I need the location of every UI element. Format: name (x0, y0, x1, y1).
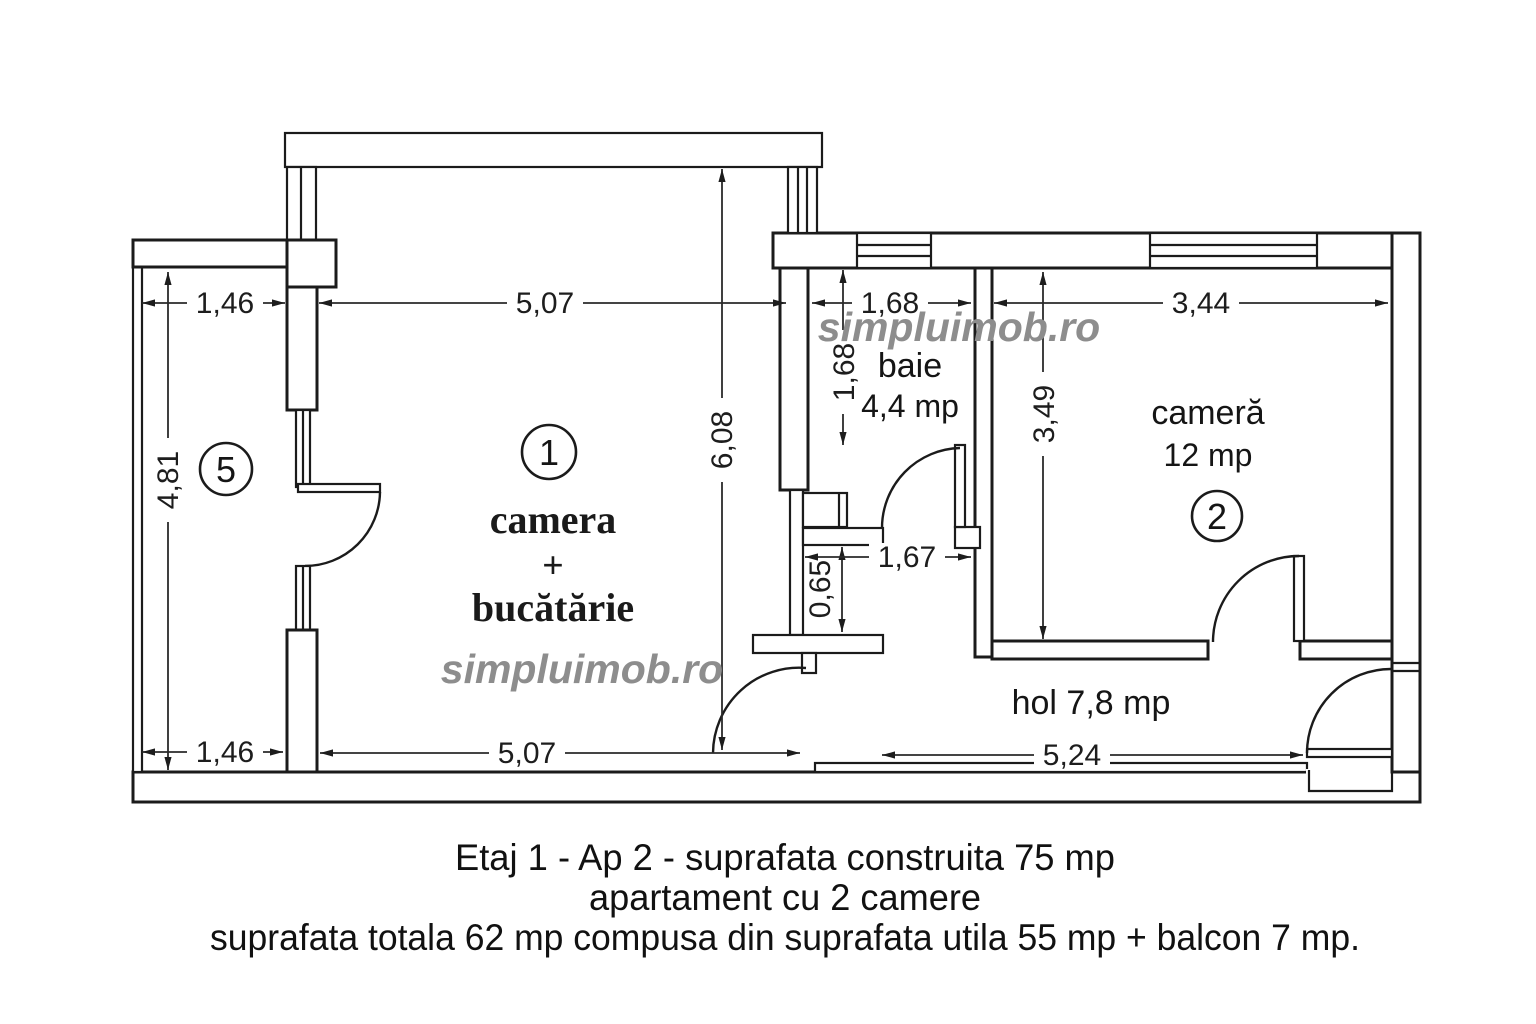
living-label-line1: camera (490, 497, 617, 542)
watermark-top: simpluimob.ro (818, 304, 1100, 350)
living-bath-wall-lower (788, 488, 805, 637)
bedroom-marker-number: 2 (1207, 496, 1227, 537)
dim-top-bedroom-width: 3,44 (1172, 287, 1230, 320)
bedroom-area-label: 12 mp (1164, 437, 1253, 473)
entrance-recess (1306, 769, 1394, 790)
interior-walls (751, 266, 1394, 675)
bath-bottom-wall (801, 526, 885, 547)
dim-niche-height: 0,65 (804, 560, 837, 618)
dim-niche-width: 1,67 (878, 541, 936, 574)
balcony-wall-lower (285, 628, 319, 774)
bedroom-door-arc (1211, 554, 1300, 643)
bath-door-leaf (953, 443, 967, 529)
dim-bottom-living-width: 5,07 (498, 737, 556, 770)
dim-bg (869, 543, 945, 571)
dim-bg (1163, 288, 1239, 318)
room-labels: camera + bucătărie baie 4,4 mp cameră 12… (472, 347, 1265, 722)
entrance-door-leaf (1305, 747, 1394, 759)
dim-bg (706, 398, 738, 482)
dim-top-bath-width: 1,68 (861, 287, 919, 320)
dim-bg (1034, 740, 1110, 770)
niche-foot-wall (751, 633, 885, 655)
bedroom-bottom-wall-left (990, 639, 1210, 661)
left-parapet-wall (131, 238, 144, 774)
bath-door-arc (880, 446, 961, 529)
bedroom-window (1148, 231, 1319, 270)
dim-bg (489, 738, 565, 768)
hall-label: hol 7,8 mp (1012, 684, 1171, 722)
bath-label: baie (878, 347, 942, 385)
balcony-living-wall (285, 238, 382, 774)
entrance-recess-outline (1307, 770, 1394, 793)
dim-bg (828, 330, 860, 414)
right-pillar (786, 165, 819, 235)
dim-bg (852, 288, 928, 318)
balcony-marker-number: 5 (216, 449, 236, 490)
doors (711, 443, 1394, 759)
dim-bg (1028, 372, 1060, 456)
dim-bg (507, 288, 583, 318)
top-band (283, 131, 824, 169)
living-marker-number: 1 (539, 432, 559, 473)
room-markers: 5 1 2 (198, 423, 1244, 543)
bedroom-bottom-wall-right (1298, 639, 1394, 661)
dimension-lines: 1,46 5,07 1,68 3,44 4,81 6,08 1,68 3,49 … (142, 169, 1388, 772)
bedroom-marker-circle (1190, 489, 1244, 543)
dim-bg (152, 438, 184, 522)
dim-balcony-height: 4,81 (152, 451, 185, 509)
bath-shaft (801, 491, 849, 529)
watermarks: simpluimob.ro simpluimob.ro (441, 304, 1100, 692)
bedroom-door-leaf (1292, 554, 1306, 643)
wall-junction-block (285, 238, 338, 289)
balcony-door-arc (304, 491, 382, 568)
balcony-door-leaf (296, 482, 382, 494)
caption-block: Etaj 1 - Ap 2 - suprafata construita 75 … (210, 837, 1360, 958)
balcony-marker-circle (198, 441, 254, 497)
watermark-center: simpluimob.ro (441, 646, 723, 692)
dim-bottom-balcony-width: 1,46 (196, 736, 254, 769)
bath-bedroom-partition (973, 266, 994, 659)
right-exterior-wall (1390, 231, 1422, 774)
caption-line2: apartament cu 2 camere (589, 877, 981, 918)
caption-line3: suprafata totala 62 mp compusa din supra… (210, 917, 1360, 958)
bath-door-foot (953, 525, 982, 550)
bath-window (855, 231, 933, 270)
dim-bg (187, 288, 263, 318)
entrance-door-arc (1305, 667, 1392, 754)
bedroom-label: cameră (1151, 394, 1264, 432)
balcony-wall-upper (285, 285, 319, 412)
living-label-plus: + (542, 545, 564, 587)
upper-balcony-structure (283, 131, 824, 242)
bath-area-label: 4,4 mp (861, 388, 959, 424)
lobby-door-stub (800, 651, 818, 675)
bottom-exterior-wall (131, 770, 1422, 804)
dim-bottom-hall-width: 5,24 (1043, 739, 1101, 772)
dim-bg (187, 737, 263, 767)
windows (855, 231, 1319, 270)
dim-bath-height: 1,68 (828, 343, 861, 401)
caption-line1: Etaj 1 - Ap 2 - suprafata construita 75 … (455, 837, 1115, 878)
living-bath-wall (778, 266, 810, 492)
living-label-line3: bucătărie (472, 585, 634, 630)
living-hall-door-arc (711, 666, 807, 754)
living-marker-circle (520, 423, 578, 481)
dim-living-height: 6,08 (706, 411, 739, 469)
dim-bedroom-height: 3,49 (1028, 385, 1061, 443)
dim-top-living-width: 5,07 (516, 287, 574, 320)
dim-top-balcony-width: 1,46 (196, 287, 254, 320)
